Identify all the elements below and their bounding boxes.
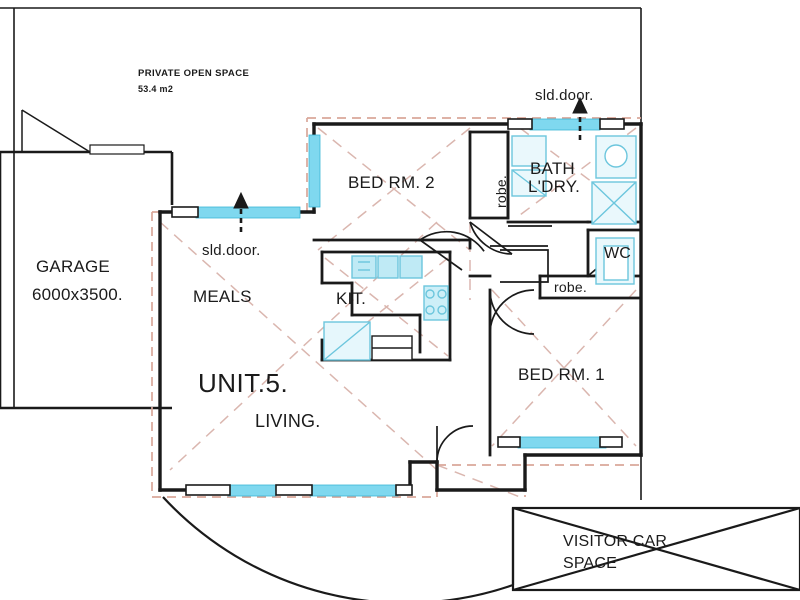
window-frame-reveals	[171, 118, 625, 496]
private-open-space-title: PRIVATE OPEN SPACE	[138, 68, 250, 79]
bathroom-fixtures	[511, 135, 637, 285]
sld-door-label-left: sld.door.	[202, 242, 261, 259]
garage-roof-hatch-icon	[21, 109, 91, 153]
room-label-bath: BATH	[530, 159, 575, 178]
sliding-door-arrow-left	[233, 191, 249, 232]
garage-walls	[0, 150, 174, 410]
sld-door-label-top: sld.door.	[535, 87, 594, 104]
room-label-garage: GARAGE	[36, 257, 110, 276]
driveway-curve	[162, 496, 515, 600]
room-label-meals: MEALS	[193, 287, 252, 306]
sliding-door-arrow-top	[572, 96, 588, 140]
visitor-car-space-box	[511, 506, 800, 592]
garage-dimension-label: 6000x3500.	[32, 285, 123, 304]
room-label-bed-rm-2: BED RM. 2	[348, 173, 435, 192]
room-label-laundry: L'DRY.	[528, 177, 581, 196]
room-label-bed-rm-1: BED RM. 1	[518, 365, 605, 384]
robe-label-bed-rm-2: robe.	[493, 175, 509, 208]
robe-label-bed-rm-1: robe.	[554, 279, 587, 295]
site-boundary-lines	[0, 7, 642, 500]
garage-door-opening	[89, 144, 145, 155]
room-label-kitchen: KIT.	[336, 289, 367, 308]
kitchen-fixtures	[323, 255, 449, 361]
private-open-space-area: 53.4 m2	[138, 84, 174, 94]
unit-number-label: UNIT.5.	[198, 368, 289, 398]
visitor-car-space-label: VISITOR CAR SPACE	[563, 533, 668, 572]
room-label-living: LIVING.	[255, 411, 321, 431]
room-label-wc: WC	[604, 245, 632, 262]
